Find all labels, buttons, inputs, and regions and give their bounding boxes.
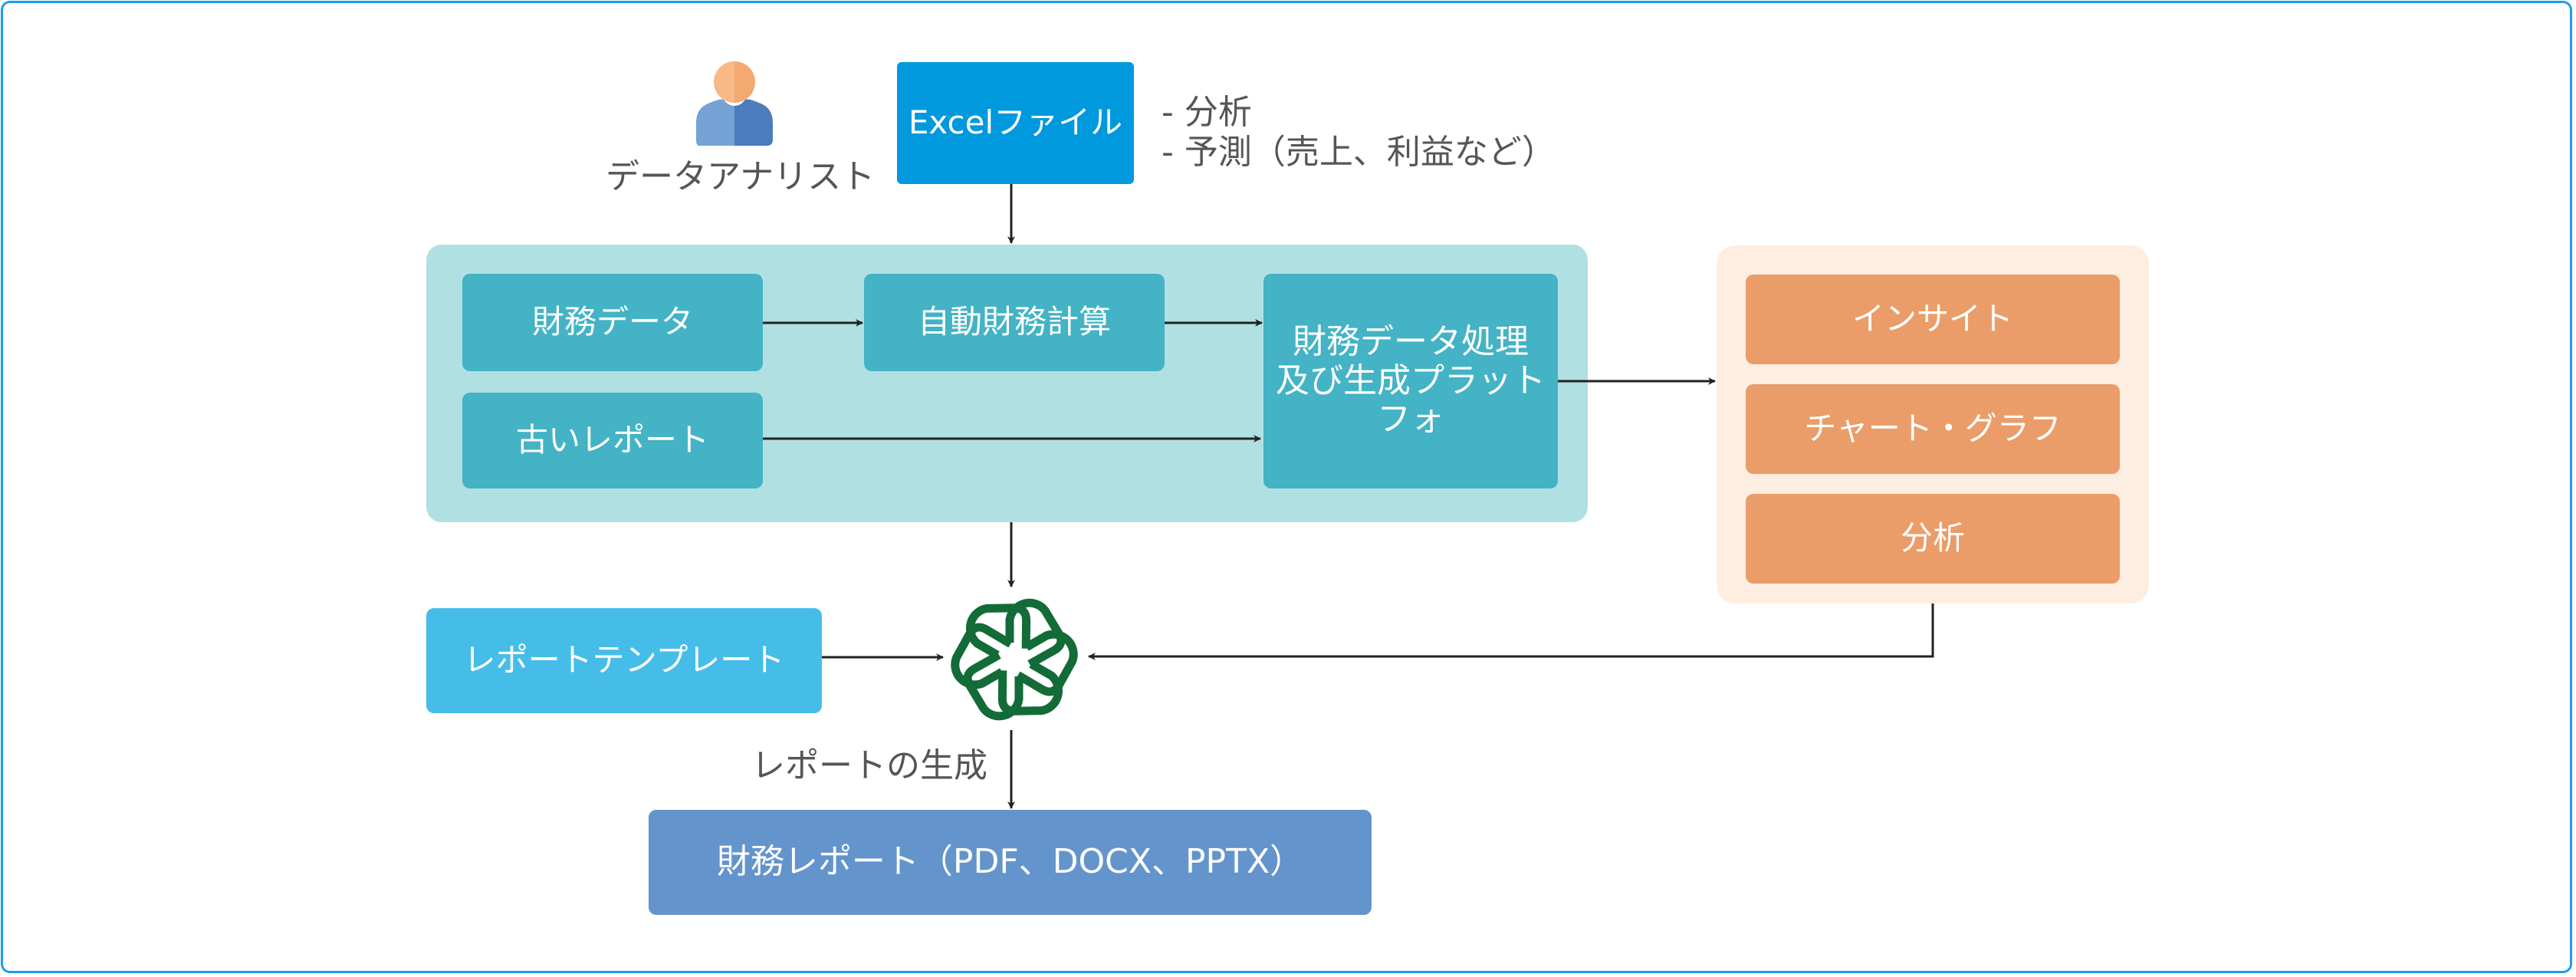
financial-data-node[interactable]: 財務データ: [462, 274, 763, 371]
llm-node[interactable]: [951, 596, 1078, 723]
auto-calc-node[interactable]: 自動財務計算: [864, 274, 1165, 371]
report-template-node[interactable]: レポートテンプレート: [426, 608, 822, 713]
financial-report-node[interactable]: 財務レポート（PDF、DOCX、PPTX）: [649, 810, 1372, 915]
excel-note-analysis: - 分析: [1162, 93, 1252, 132]
old-reports-node[interactable]: 古いレポート: [462, 393, 763, 488]
insight-node[interactable]: インサイト: [1746, 275, 2120, 364]
chart-graph-node[interactable]: チャート・グラフ: [1746, 384, 2120, 474]
arrow-outputs-to-llm: [1088, 604, 1934, 660]
generate-report-label: レポートの生成: [751, 746, 987, 785]
platform-node[interactable]: 財務データ処理 及び生成プラット フォ: [1263, 274, 1558, 488]
excel-file-node[interactable]: Excelファイル: [897, 62, 1134, 184]
data-analyst-label: データアナリスト: [606, 157, 876, 196]
person-icon: [696, 61, 773, 146]
analysis-node[interactable]: 分析: [1746, 494, 2120, 584]
openai-logo-icon: [951, 596, 1078, 723]
data-analyst-actor: [690, 60, 779, 148]
excel-note-forecast: - 予測（売上、利益など）: [1162, 133, 1556, 172]
